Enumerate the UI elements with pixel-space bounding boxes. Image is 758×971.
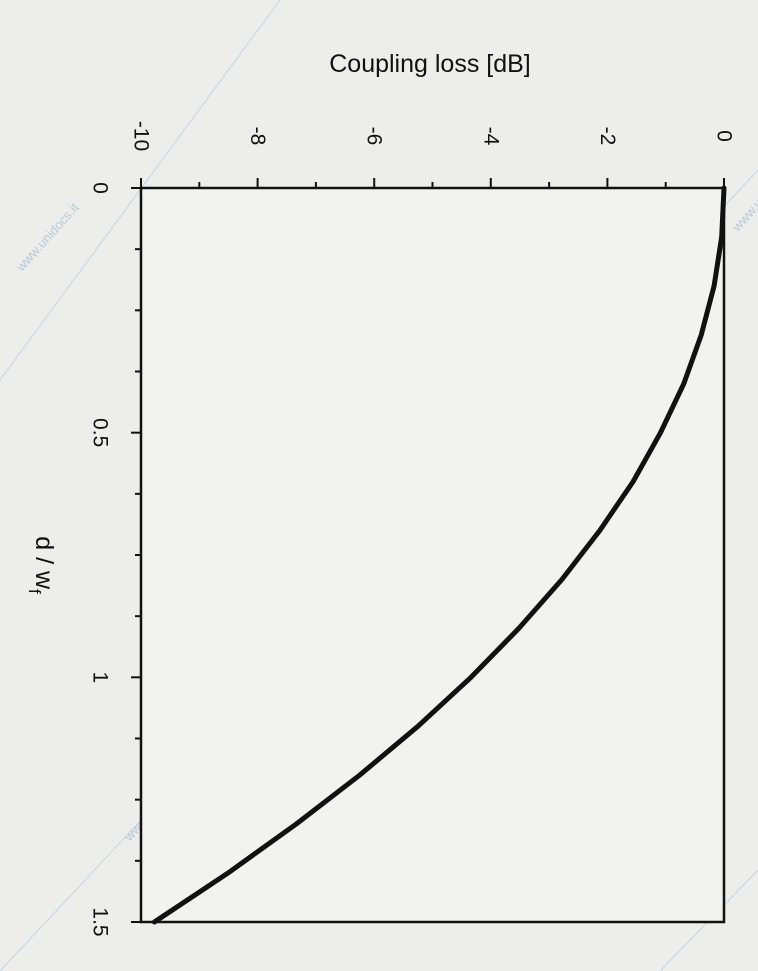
x-tick-label: 1 bbox=[89, 671, 112, 683]
x-tick-label: 0.5 bbox=[89, 418, 112, 447]
y-tick-label: -6 bbox=[363, 127, 386, 146]
x-axis-title-subscript: f bbox=[25, 589, 44, 594]
watermark-line bbox=[0, 799, 161, 971]
y-tick-label: 0 bbox=[713, 130, 736, 142]
watermark-text: www.unidocs.it bbox=[12, 200, 82, 275]
x-axis-title: d / wf bbox=[25, 536, 58, 594]
x-tick-label: 0 bbox=[89, 182, 112, 194]
plot-area: -10 -8 -6 -4 -2 0 0 0.5 1 1.5 Coupling loss [dB] d … bbox=[25, 50, 736, 937]
series-line bbox=[151, 185, 727, 925]
y-tick-label: -4 bbox=[479, 127, 502, 146]
y-tick-label: -8 bbox=[246, 127, 269, 146]
x-tick-label: 1.5 bbox=[89, 907, 112, 936]
y-tick-label: -2 bbox=[596, 127, 619, 146]
plot-frame bbox=[139, 186, 726, 924]
y-axis-title: Coupling loss [dB] bbox=[329, 50, 531, 78]
y-tick-label: -10 bbox=[130, 121, 153, 151]
